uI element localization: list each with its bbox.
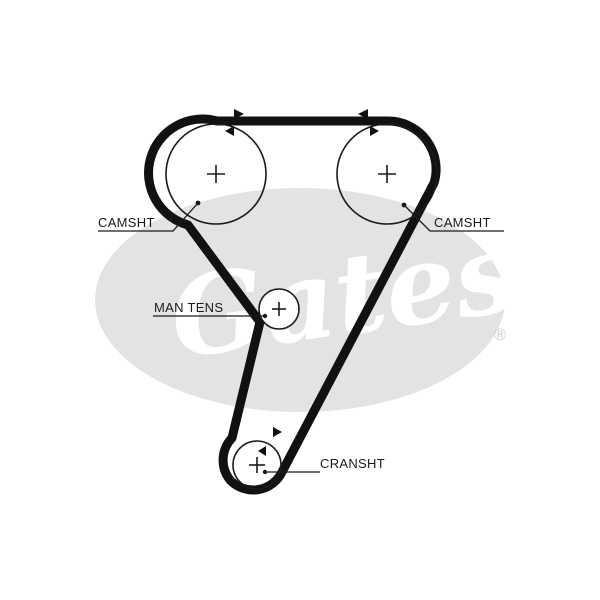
camshaft-pulley-right <box>336 123 438 225</box>
timing-mark-crank-inner-icon <box>258 446 266 456</box>
timing-mark-right-outer-icon <box>358 109 368 119</box>
label-camshaft-right: CAMSHT <box>434 215 491 230</box>
label-tensioner: MAN TENS <box>154 300 223 315</box>
timing-mark-right-inner-icon <box>370 126 379 136</box>
crankshaft-pulley <box>232 440 282 490</box>
camshaft-pulley-left <box>165 123 267 225</box>
leader-lines <box>98 202 504 473</box>
timing-mark-left-inner-icon <box>225 126 234 136</box>
tensioner-pulley <box>258 288 300 330</box>
timing-mark-left-outer-icon <box>234 109 244 119</box>
registered-mark: ® <box>492 325 508 344</box>
label-crankshaft: CRANSHT <box>320 456 385 471</box>
timing-mark-crank-outer-icon <box>273 427 282 437</box>
timing-marks <box>225 109 379 456</box>
label-camshaft-left: CAMSHT <box>98 215 155 230</box>
